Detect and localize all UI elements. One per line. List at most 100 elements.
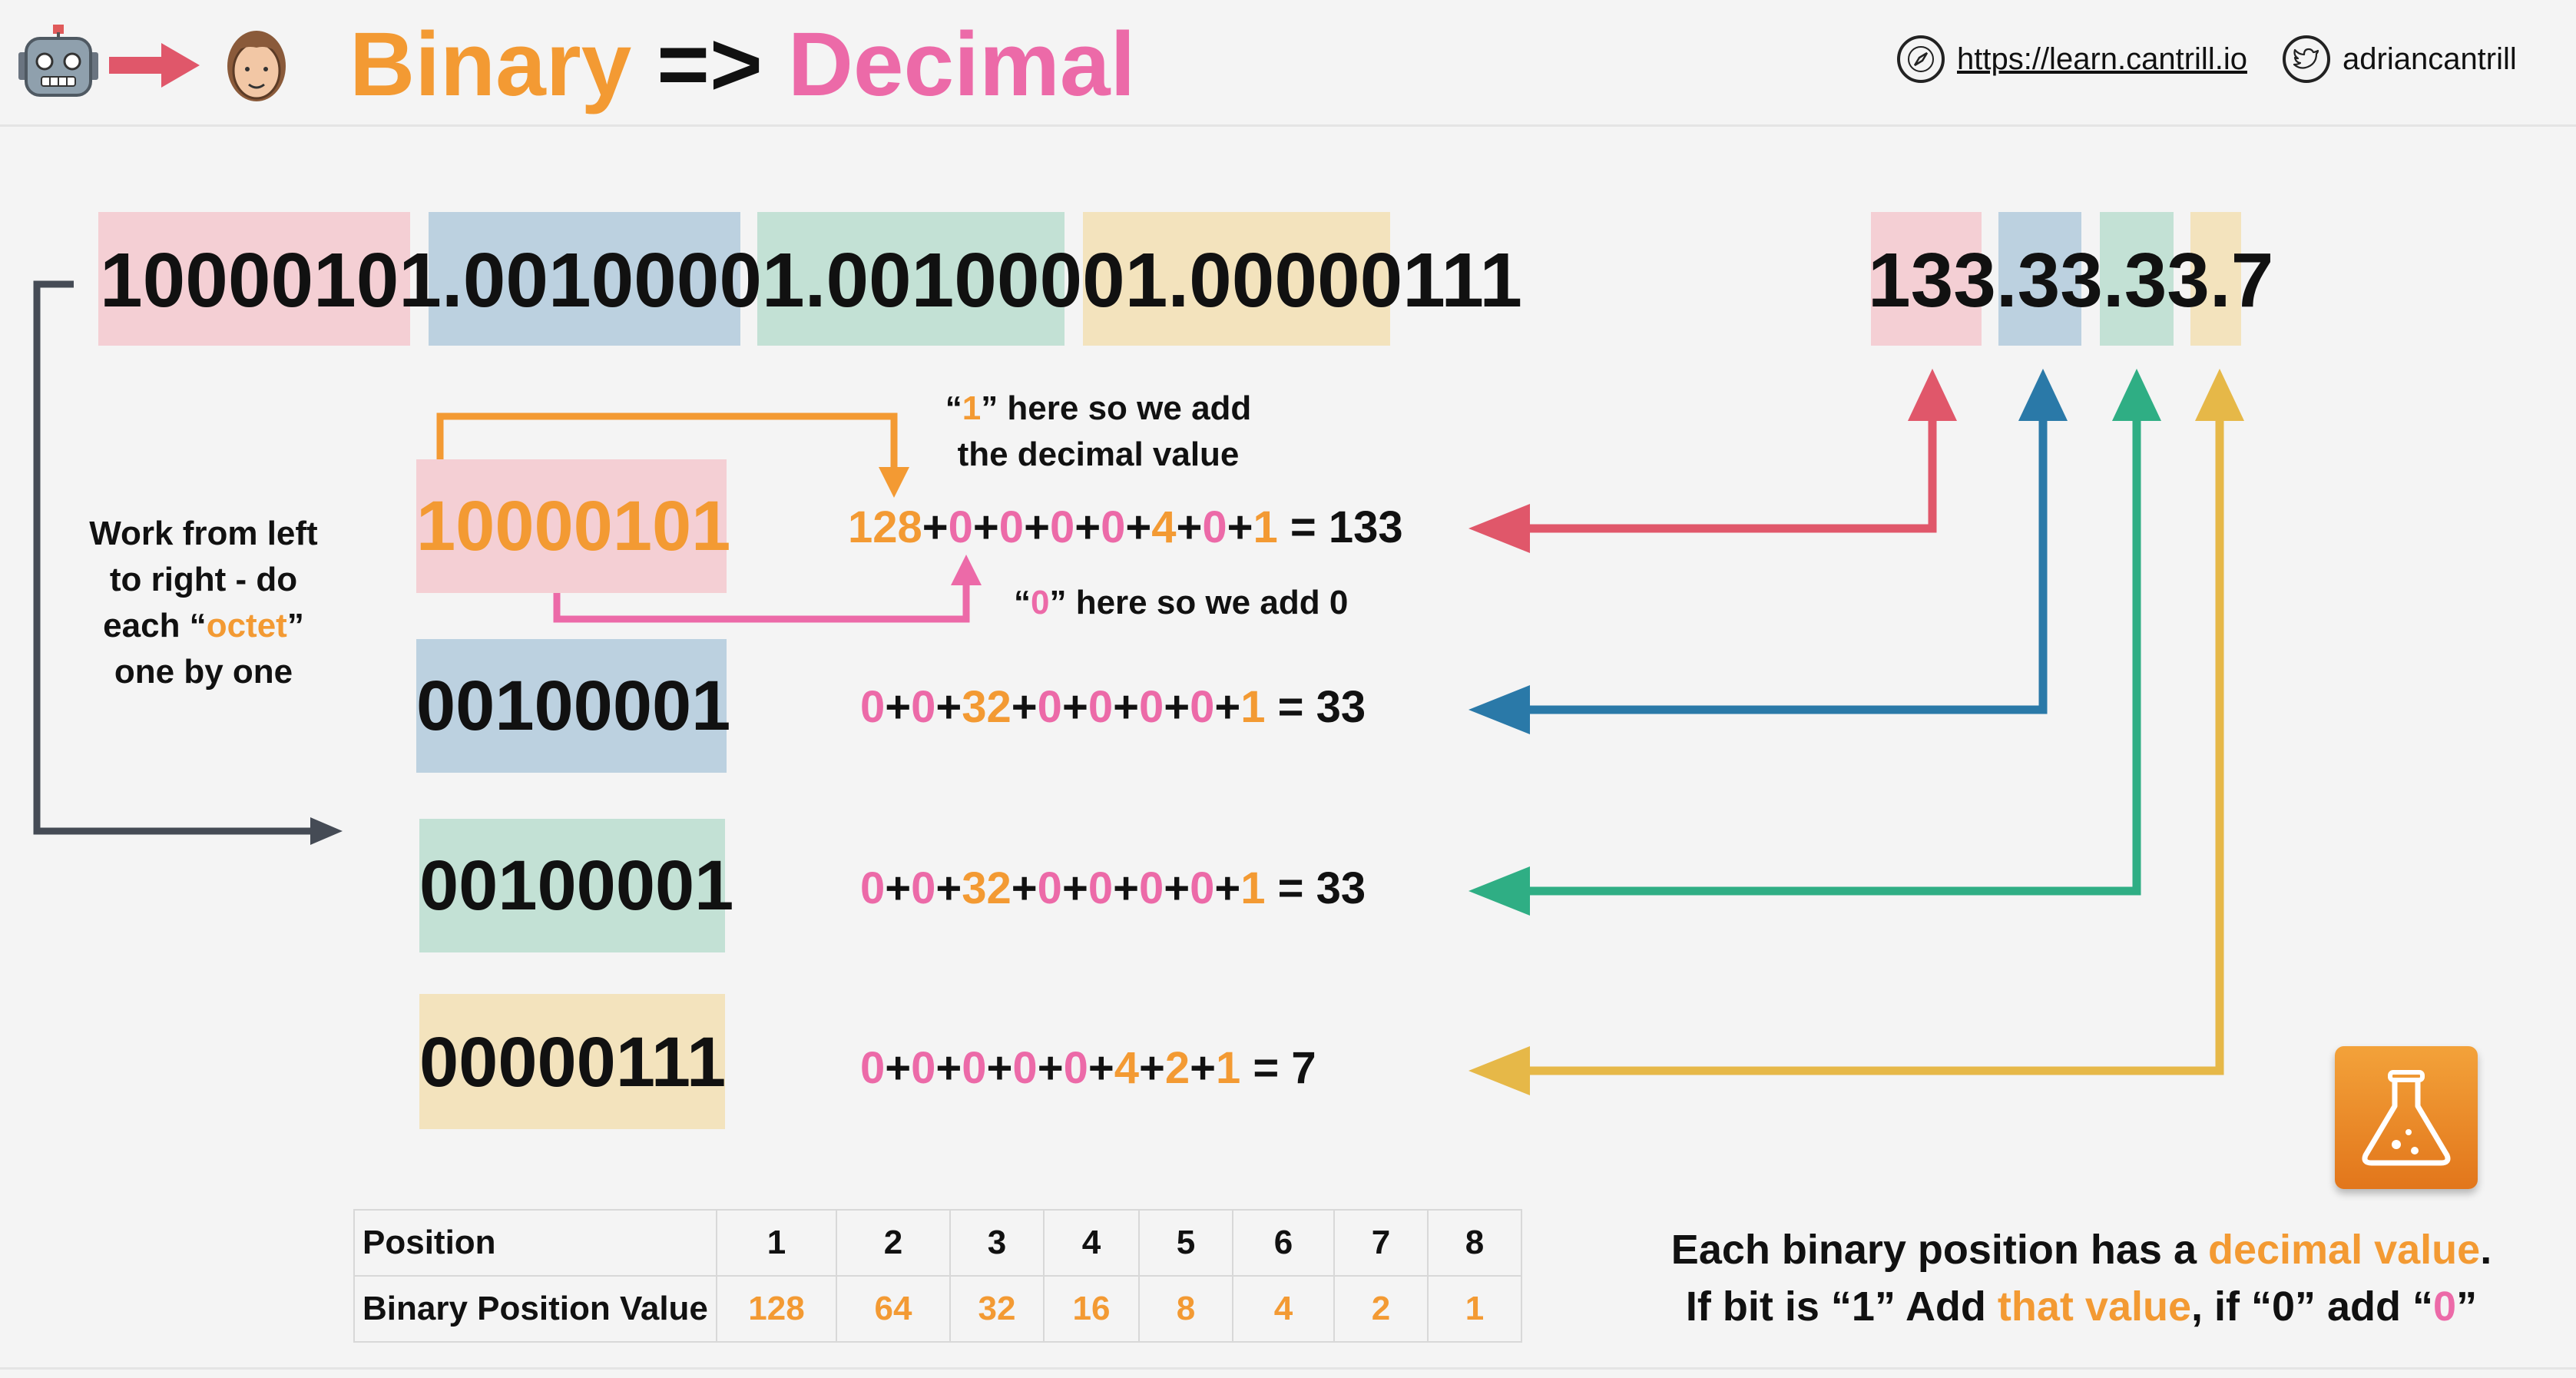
website-link[interactable]: https://learn.cantrill.io — [1897, 35, 2247, 83]
twitter-link[interactable]: adriancantrill — [2283, 35, 2517, 83]
decimal-ip-part: 33 — [2017, 237, 2103, 323]
summary-text: Each binary position has a decimal value… — [1574, 1221, 2576, 1335]
position-label: Position — [353, 1209, 717, 1277]
ip-octet2-bg — [429, 212, 740, 346]
bit-one-annotation: “1” here so we add the decimal value — [906, 386, 1290, 478]
side-note-line: one by one — [114, 653, 293, 691]
expression-term: 1 — [1215, 1043, 1241, 1093]
work-left-to-right-note: Work from left to right - do each “octet… — [54, 511, 353, 695]
ip-octet1-bg — [98, 212, 410, 346]
expression-term: 0 — [1202, 502, 1227, 552]
annotation-bit-one: 1 — [962, 389, 982, 427]
expression-term: 0 — [1012, 1043, 1038, 1093]
binary-ip-part: 00100001 — [826, 237, 1168, 323]
expression-term: 4 — [1114, 1043, 1139, 1093]
summary-line: Each binary position has a decimal value… — [1574, 1221, 2576, 1278]
octet1-result-arrow — [1468, 369, 1957, 553]
expression-result: 7 — [1291, 1043, 1316, 1093]
expression-term: 0 — [962, 1043, 987, 1093]
expression-term: 1 — [1240, 863, 1266, 913]
dec-octet2-bg — [1998, 212, 2081, 346]
octet1-binary: 10000101 — [416, 487, 731, 565]
expression-term: 0 — [1063, 1043, 1088, 1093]
expression-term: 2 — [1164, 1043, 1190, 1093]
expression-term: 0 — [1190, 682, 1215, 732]
expression-term: 0 — [911, 1043, 936, 1093]
position-value-row: Binary Position Value 128 64 32 16 8 4 2… — [353, 1275, 1522, 1343]
position-value-cell: 128 — [716, 1275, 837, 1343]
title-binary: Binary — [349, 14, 632, 115]
position-value-cell: 1 — [1427, 1275, 1522, 1343]
ip-octet4-bg — [1083, 212, 1390, 346]
summary-zero-highlight: 0 — [2433, 1284, 2457, 1330]
side-note-text: each “ — [103, 607, 207, 644]
expression-result: 33 — [1316, 863, 1366, 913]
position-value-label: Binary Position Value — [353, 1275, 717, 1343]
expression-term: 0 — [1037, 682, 1062, 732]
summary-line: If bit is “1” Add that value, if “0” add… — [1574, 1278, 2576, 1335]
summary-segment: Each binary position has a — [1670, 1227, 2208, 1273]
binary-ip-part: 10000101 — [100, 237, 442, 323]
summary-segment: . — [2480, 1227, 2492, 1273]
expression-result: 133 — [1328, 502, 1403, 552]
compass-icon — [1897, 35, 1945, 83]
website-url[interactable]: https://learn.cantrill.io — [1957, 41, 2247, 76]
expression-term: 128 — [848, 502, 922, 552]
twitter-handle[interactable]: adriancantrill — [2343, 41, 2517, 76]
arrow-right-icon — [109, 43, 200, 88]
annotation-text: ” here so we add — [981, 389, 1252, 427]
side-note-line: each “octet” — [54, 603, 353, 649]
lab-flask-icon[interactable] — [2335, 1046, 2478, 1189]
octet2-expression: 0+0+32+0+0+0+0+1 = 33 — [860, 682, 1366, 732]
dec-octet4-bg — [2190, 212, 2241, 346]
octet4-result-arrow — [1468, 369, 2244, 1095]
expression-term: 0 — [860, 682, 886, 732]
expression-term: 0 — [860, 1043, 886, 1093]
twitter-bird-icon — [2283, 35, 2330, 83]
octet2-box — [416, 639, 727, 773]
annotation-text: ” here so we add 0 — [1049, 584, 1349, 621]
expression-result: 33 — [1316, 682, 1366, 732]
summary-segment: If bit is “1” Add — [1685, 1284, 1998, 1330]
position-cell: 2 — [836, 1209, 951, 1277]
title-decimal: Decimal — [787, 14, 1136, 115]
expression-term: 0 — [911, 682, 936, 732]
position-value-cell: 8 — [1138, 1275, 1233, 1343]
annotation-text: “ — [1014, 584, 1031, 621]
side-note-line: to right - do — [109, 561, 298, 598]
octet1-expression: 128+0+0+0+0+4+0+1 = 133 — [848, 502, 1403, 552]
position-value-cell: 2 — [1333, 1275, 1429, 1343]
bit-zero-annotation: “0” here so we add 0 — [1014, 580, 1348, 626]
side-note-line: Work from left — [89, 515, 318, 552]
decimal-ip-part: 7 — [2230, 237, 2274, 323]
annotation-line: “1” here so we add — [906, 386, 1290, 432]
expression-term: 0 — [1101, 502, 1126, 552]
expression-term: 0 — [1088, 863, 1114, 913]
expression-term: 1 — [1240, 682, 1266, 732]
octet3-binary: 00100001 — [419, 846, 734, 925]
summary-highlight: decimal value — [2207, 1227, 2481, 1273]
expression-term: 4 — [1151, 502, 1177, 552]
binary-position-table: Position 1 2 3 4 5 6 7 8 Binary Position… — [353, 1209, 1522, 1343]
octet3-expression: 0+0+32+0+0+0+0+1 = 33 — [860, 863, 1366, 913]
position-cell: 5 — [1138, 1209, 1233, 1277]
binary-ip-part: 00100001 — [462, 237, 805, 323]
dec-octet1-bg — [1871, 212, 1982, 346]
octet1-box — [416, 459, 727, 593]
binary-ip-part: 00000111 — [1189, 237, 1523, 323]
expression-term: 0 — [1138, 863, 1164, 913]
position-cell: 3 — [949, 1209, 1045, 1277]
position-row: Position 1 2 3 4 5 6 7 8 — [353, 1209, 1522, 1277]
person-avatar-icon — [227, 31, 286, 101]
expression-term: 0 — [1088, 682, 1114, 732]
position-cell: 6 — [1232, 1209, 1335, 1277]
robot-icon — [18, 25, 98, 97]
position-value-cell: 64 — [836, 1275, 951, 1343]
octet2-result-arrow — [1468, 369, 2068, 734]
position-cell: 4 — [1043, 1209, 1140, 1277]
position-value-cell: 4 — [1232, 1275, 1335, 1343]
position-cell: 8 — [1427, 1209, 1522, 1277]
annotation-bit-zero: 0 — [1031, 584, 1050, 621]
annotation-text: “ — [945, 389, 962, 427]
summary-segment: ” — [2456, 1284, 2478, 1330]
